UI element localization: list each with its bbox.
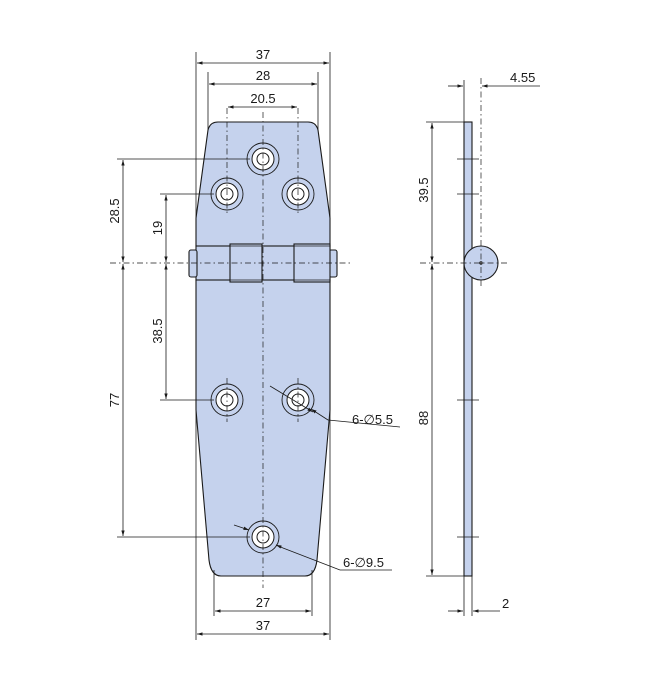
hole: [210, 383, 244, 417]
plate-side: [463, 121, 473, 577]
leader-line: [282, 547, 341, 571]
callout-countersink: 6-∅9.5: [343, 555, 384, 570]
leader-line: [233, 524, 250, 531]
leader-line: [275, 544, 282, 549]
dim-label-hole-spacing: 20.5: [250, 91, 275, 106]
dim-label-lower-holes: 38.5: [150, 318, 165, 343]
dim-label-offset: 4.55: [510, 70, 535, 85]
dim-label-side-lower: 88: [416, 411, 431, 425]
dim-label-upper-holes: 19: [150, 221, 165, 235]
dim-label-upper-height: 28.5: [107, 198, 122, 223]
side-view: 4.55 39.5 88 2: [416, 70, 540, 616]
dim-label-lower-height: 77: [107, 393, 122, 407]
leader-line: [327, 419, 401, 428]
dim-label-top-width: 37: [256, 47, 270, 62]
dim-label-side-upper: 39.5: [416, 177, 431, 202]
leader-line: [310, 408, 329, 421]
callout-small-holes: 6-∅5.5: [352, 412, 393, 427]
dim-label-thickness: 2: [502, 596, 509, 611]
hole: [281, 383, 315, 417]
front-view: 37 28 20.5 27 37 28.5 19 38.5 77 6-∅5.5 …: [107, 47, 401, 640]
dim-label-bottom-spacing: 27: [256, 595, 270, 610]
dim-label-bottom-width: 37: [256, 618, 270, 633]
dim-label-leaf-width: 28: [256, 68, 270, 83]
pin-cap-left: [188, 249, 198, 278]
leader-line: [269, 385, 314, 413]
